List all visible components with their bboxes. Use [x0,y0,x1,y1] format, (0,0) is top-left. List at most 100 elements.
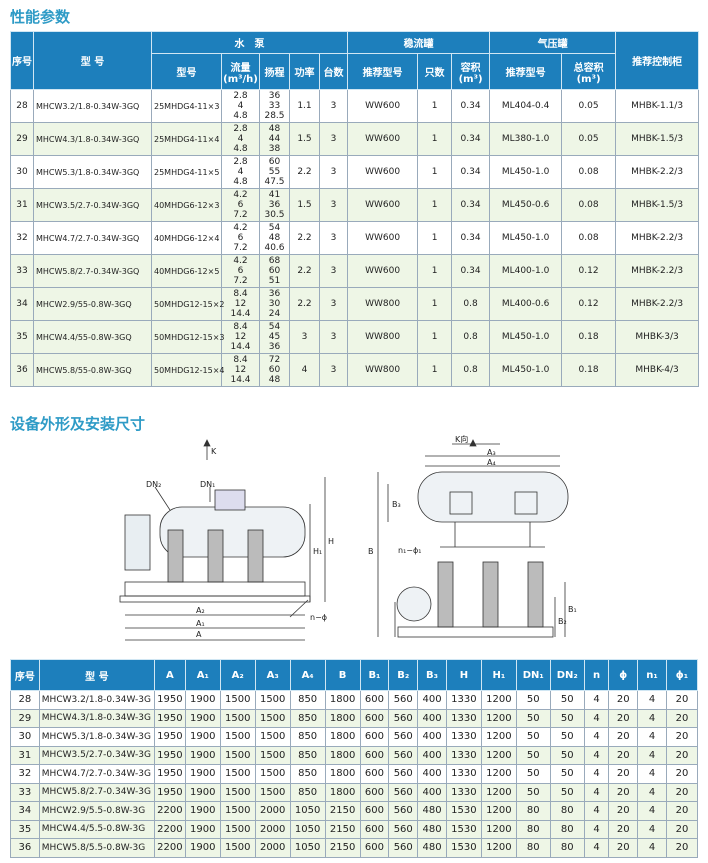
cell-pump: 25MHDG4-11×4 [151,122,222,156]
dims-cell: 20 [665,838,699,858]
side-tank [417,471,569,523]
cell-stab: WW800 [347,320,419,354]
side-pump-1 [437,561,454,628]
dims-cell: 1200 [480,745,517,765]
dims-cell: 1050 [289,838,326,858]
dims-cell: 560 [388,819,419,839]
dims-cell: 20 [608,708,639,728]
dims-cell: 4 [637,838,667,858]
dims-cell: 4 [583,819,610,839]
dims-cell: 1950 [153,764,186,784]
dims-cell: 2150 [324,819,361,839]
dims-cell: 1900 [184,727,221,747]
cell-pump: 50MHDG12-15×4 [151,353,225,387]
dims-header-4: A₂ [219,659,256,691]
dims-cell: 1330 [445,690,482,710]
cell-tank: ML450-1.0 [489,320,563,354]
dims-cell: 34 [10,801,40,821]
dims-cell: 20 [608,782,639,802]
dims-cell: MHCW4.7/2.7-0.34W-3G [38,764,155,784]
dims-header-11: H [445,659,482,691]
cell-tvol: 0.18 [561,320,617,354]
dims-cell: 4 [637,727,667,747]
tank-flange-right [514,491,538,515]
dims-cell: 1500 [219,745,256,765]
performance-table: 序号 型 号 水 泵 稳流罐 气压罐 推荐控制柜 型号 流量(m³/h) 扬程 … [10,31,700,387]
dims-header-13: DN₁ [515,659,551,691]
dims-cell: 600 [359,782,390,802]
dims-cell: 20 [665,801,699,821]
cell-model: MHCW4.7/2.7-0.34W-3GQ [33,221,152,255]
dims-header-17: n₁ [637,659,667,691]
cell-vol: 0.8 [451,353,491,387]
header-seq: 序号 [10,31,34,90]
dims-cell: 80 [549,819,585,839]
cell-model: MHCW4.3/1.8-0.34W-3GQ [33,122,152,156]
dimensions-title: 设备外形及安装尺寸 [10,415,146,433]
dims-cell: 33 [10,782,40,802]
cell-model: MHCW5.8/2.7-0.34W-3GQ [33,254,152,288]
dims-cell: 1200 [480,801,517,821]
dims-cell: 400 [417,690,447,710]
cell-power: 2.2 [289,155,320,189]
dims-cell: 560 [388,690,419,710]
label-n-phi: n−ϕ [310,613,327,622]
cell-model: MHCW3.5/2.7-0.34W-3GQ [33,188,152,222]
dims-cell: 1200 [480,708,517,728]
dims-header-18: ϕ₁ [665,659,699,691]
dims-header-6: A₄ [289,659,326,691]
dims-cell: 1330 [445,708,482,728]
dims-cell: MHCW4.4/5.5-0.8W-3G [38,819,155,839]
side-pump-3 [527,561,544,628]
dims-cell: 4 [583,708,610,728]
cell-power: 1.5 [289,122,320,156]
cell-stab: WW600 [347,254,419,288]
dims-cell: 1900 [184,708,221,728]
cell-model: MHCW5.8/55-0.8W-3GQ [33,353,152,387]
dims-cell: 4 [583,727,610,747]
label-a3: A₃ [487,448,496,457]
dims-cell: 1900 [184,764,221,784]
dims-cell: 600 [359,801,390,821]
cell-seq: 31 [10,188,34,222]
dims-cell: 600 [359,727,390,747]
dims-cell: 20 [608,745,639,765]
dims-cell: 4 [583,764,610,784]
dims-cell: 4 [637,801,667,821]
dims-cell: 850 [289,690,326,710]
header-flow: 流量(m³/h) [221,53,260,90]
cell-num: 1 [417,287,453,321]
header-pump: 水 泵 [150,31,349,54]
dims-cell: 4 [637,708,667,728]
cell-tank: ML380-1.0 [489,122,563,156]
cell-ctrl: MHBK-1.5/3 [615,122,700,156]
cell-count: 3 [318,287,349,321]
dims-cell: 850 [289,727,326,747]
dims-cell: 20 [665,764,699,784]
cell-seq: 29 [10,122,34,156]
dims-cell: 80 [515,801,551,821]
dims-cell: 600 [359,708,390,728]
dims-header-2: A [153,659,186,691]
cell-num: 1 [417,353,453,387]
dims-cell: 50 [515,782,551,802]
dims-cell: 20 [665,819,699,839]
dims-cell: 4 [583,690,610,710]
cell-ctrl: MHBK-1.5/3 [615,188,700,222]
dims-cell: 4 [583,782,610,802]
dims-cell: 2200 [153,838,186,858]
cell-num: 1 [417,188,453,222]
dims-cell: 50 [515,727,551,747]
dims-cell: 600 [359,819,390,839]
